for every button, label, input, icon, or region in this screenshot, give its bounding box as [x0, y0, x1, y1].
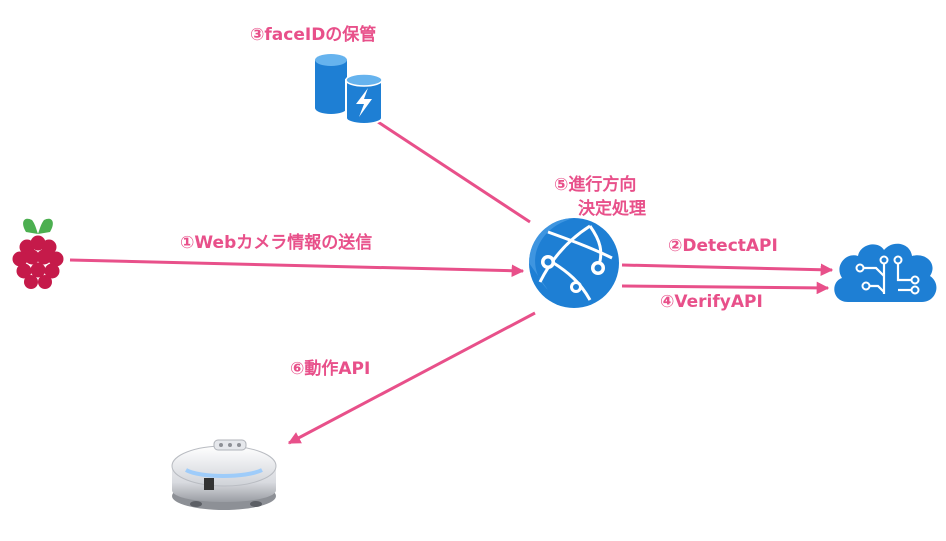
arrow-storage-to-webapp [377, 120, 531, 224]
azure-web-app-globe-icon [529, 218, 619, 308]
arrow-motion-api [287, 311, 536, 445]
label-decision-line1: ⑤進行方向 [554, 175, 637, 195]
raspberry-pi-logo-icon [12, 218, 64, 289]
label-decision-line2: 決定処理 [578, 199, 646, 219]
arrow-detect-api [621, 263, 834, 277]
arrow-verify-api [621, 281, 830, 295]
azure-cognitive-services-brain-icon [834, 243, 937, 302]
label-detect-api: ②DetectAPI [668, 236, 778, 256]
arrow-webcam-to-webapp [69, 258, 525, 278]
robot-vacuum-icon [171, 439, 277, 510]
label-webcam: ①Webカメラ情報の送信 [180, 233, 373, 253]
label-motion-api: ⑥動作API [290, 359, 371, 379]
label-storage: ③faceIDの保管 [250, 25, 377, 45]
label-verify-api: ④VerifyAPI [660, 292, 763, 312]
azure-storage-icon [315, 54, 383, 125]
